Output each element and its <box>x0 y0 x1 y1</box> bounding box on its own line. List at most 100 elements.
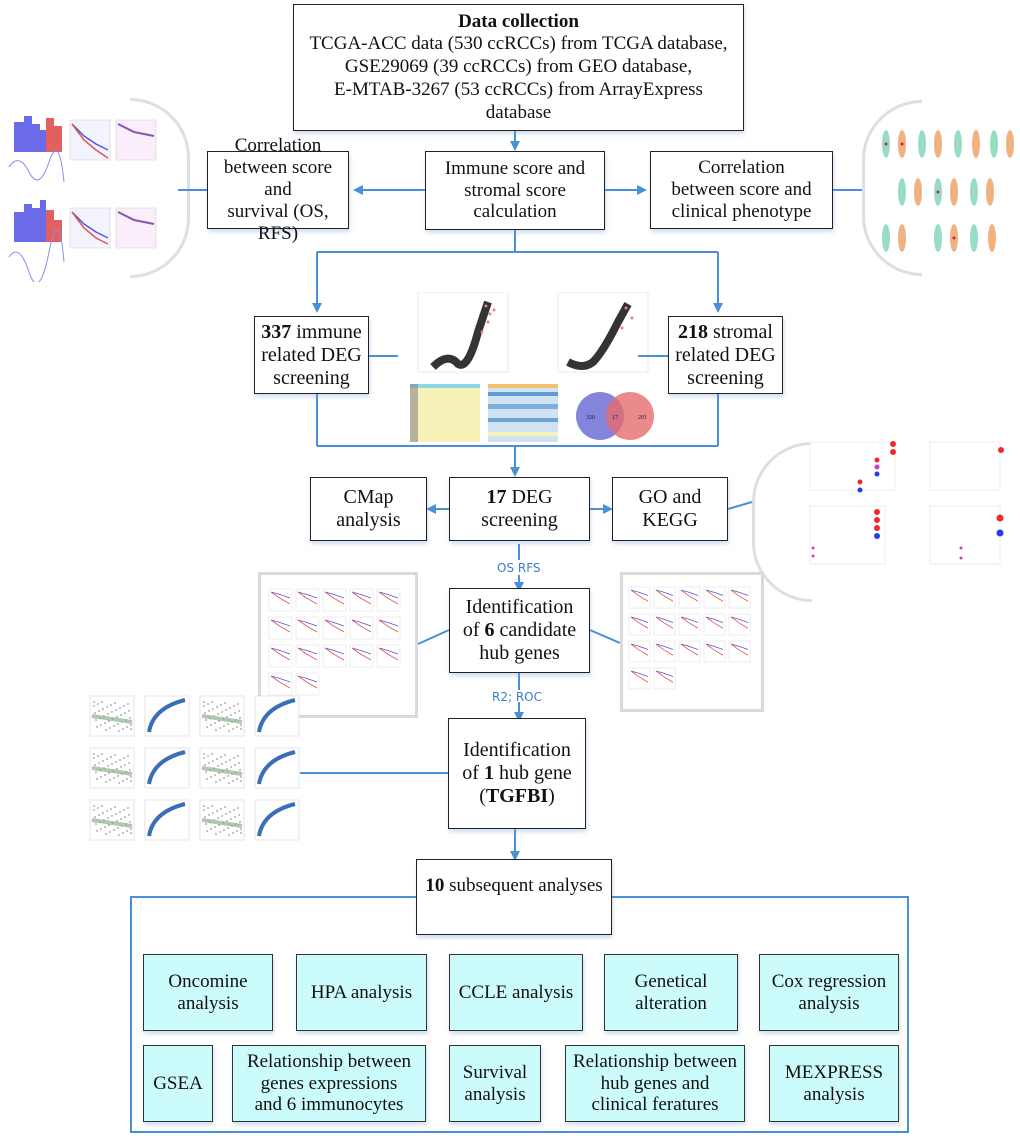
cox-line2: analysis <box>798 992 860 1014</box>
gsea-box: GSEA <box>143 1045 213 1122</box>
km-mini-curve <box>730 589 749 596</box>
km-mini-plot <box>628 640 651 663</box>
km-mini-plot <box>653 640 676 663</box>
genetical-alteration-box: Genetical alteration <box>604 954 738 1031</box>
heatmap-immune <box>410 384 480 442</box>
scatter-mini-plot <box>89 747 135 789</box>
km-mini-curve <box>680 616 699 623</box>
km-mini-curve <box>655 616 674 623</box>
enrichment-plots-thumbnail <box>765 440 1020 575</box>
roc-mini-plot <box>144 799 190 841</box>
immune-deg-line2: related DEG <box>261 343 362 366</box>
venn-left-value: 320 <box>586 415 595 421</box>
scatter-mini-plot <box>89 695 135 737</box>
clinical-correlation-box: Correlation between score and clinical p… <box>650 151 833 229</box>
rfs-survival-grid <box>628 586 751 690</box>
km-mini-plot <box>678 613 701 636</box>
km-mini-curve <box>270 619 291 633</box>
roc-mini-plot <box>144 695 190 737</box>
data-source-arrayexpress-cont: database <box>485 101 552 123</box>
km-mini-plot <box>653 613 676 636</box>
km-mini-plot <box>349 616 374 640</box>
stromal-deg-line1: stromal <box>708 320 773 343</box>
genetical-line2: alteration <box>635 992 707 1014</box>
hub-gene-name: TGFBI <box>485 785 549 807</box>
cox-regression-box: Cox regression analysis <box>759 954 899 1031</box>
immune-deg-count: 337 <box>261 320 292 343</box>
common-deg-count: 17 <box>486 486 507 508</box>
os-rfs-label: OS RFS <box>497 561 541 575</box>
km-mini-plot <box>628 667 651 690</box>
hub-gene-close-paren: ) <box>548 785 555 807</box>
km-mini-curve <box>705 589 724 602</box>
km-mini-curve <box>351 647 372 655</box>
km-mini-curve <box>351 591 372 599</box>
km-mini-curve <box>324 647 345 655</box>
km-mini-curve <box>324 647 345 661</box>
candidate-count: 6 <box>484 619 495 641</box>
km-mini-curve <box>297 591 318 605</box>
candidate-line2-post: candidate <box>494 619 577 641</box>
clinical-features-line3: clinical feratures <box>591 1094 719 1116</box>
survival-analysis-box: Survival analysis <box>449 1045 541 1122</box>
km-mini-curve <box>730 616 749 629</box>
immunocytes-line2: genes expressions <box>260 1072 398 1094</box>
km-mini-curve <box>270 675 291 689</box>
data-collection-box: Data collection TCGA-ACC data (530 ccRCC… <box>293 4 744 131</box>
score-calculation-line1: Immune score and <box>444 157 586 179</box>
clinical-correlation-line2: between score and <box>671 179 812 201</box>
km-mini-curve <box>655 589 674 596</box>
mexpress-line2: analysis <box>803 1083 865 1105</box>
km-mini-plot <box>268 616 293 640</box>
km-mini-curve <box>630 589 649 596</box>
volcano-plot-stromal <box>557 292 649 373</box>
km-mini-curve <box>655 589 674 602</box>
km-mini-plot <box>322 588 347 612</box>
km-mini-plot <box>268 644 293 668</box>
km-mini-plot <box>703 613 726 636</box>
km-mini-plot <box>678 586 701 609</box>
cmap-line2: analysis <box>336 509 401 531</box>
immune-deg-line1: immune <box>291 320 362 343</box>
km-mini-curve <box>680 643 699 650</box>
km-mini-curve <box>378 647 399 661</box>
hub-gene-open-paren: ( <box>479 785 486 807</box>
km-mini-plot <box>376 644 401 668</box>
candidate-line3: hub genes <box>479 642 560 664</box>
data-source-arrayexpress: E-MTAB-3267 (53 ccRCCs) from ArrayExpres… <box>334 78 703 100</box>
km-mini-plot <box>653 667 676 690</box>
survival-plots-graphic <box>8 116 157 282</box>
km-mini-plot <box>678 640 701 663</box>
hub-line1: Identification <box>463 739 571 761</box>
km-mini-plot <box>628 586 651 609</box>
clinical-features-line2: hub genes and <box>600 1072 710 1094</box>
stromal-deg-line3: screening <box>687 366 764 389</box>
km-mini-plot <box>376 616 401 640</box>
score-calculation-box: Immune score and stromal score calculati… <box>425 151 605 230</box>
deg-figure-thumbnail: 320 17 201 <box>408 292 688 442</box>
km-mini-curve <box>630 643 649 650</box>
km-mini-plot <box>728 586 751 609</box>
oncomine-analysis-box: Oncomine analysis <box>143 954 273 1031</box>
km-mini-curve <box>630 616 649 623</box>
km-mini-curve <box>297 619 318 633</box>
km-mini-curve <box>680 643 699 656</box>
venn-overlap-value: 17 <box>612 415 618 421</box>
mexpress-line1: MEXPRESS <box>784 1061 884 1083</box>
km-mini-curve <box>705 616 724 623</box>
scatter-mini-plot <box>199 747 245 789</box>
hub-line2-post: hub gene <box>493 762 572 784</box>
data-collection-heading: Data collection <box>458 10 579 32</box>
km-mini-plot <box>653 586 676 609</box>
hpa-line1: HPA analysis <box>310 981 413 1003</box>
clinical-features-line1: Relationship between <box>572 1050 738 1072</box>
go-kegg-line2: KEGG <box>642 509 698 531</box>
km-mini-curve <box>705 643 724 656</box>
immune-deg-line3: screening <box>273 366 350 389</box>
violin-plots-graphic <box>882 130 1014 252</box>
km-mini-plot <box>703 586 726 609</box>
scatter-mini-plot <box>89 799 135 841</box>
km-mini-curve <box>324 591 345 605</box>
km-mini-plot <box>295 644 320 668</box>
data-source-geo: GSE29069 (39 ccRCCs) from GEO database, <box>344 56 693 78</box>
